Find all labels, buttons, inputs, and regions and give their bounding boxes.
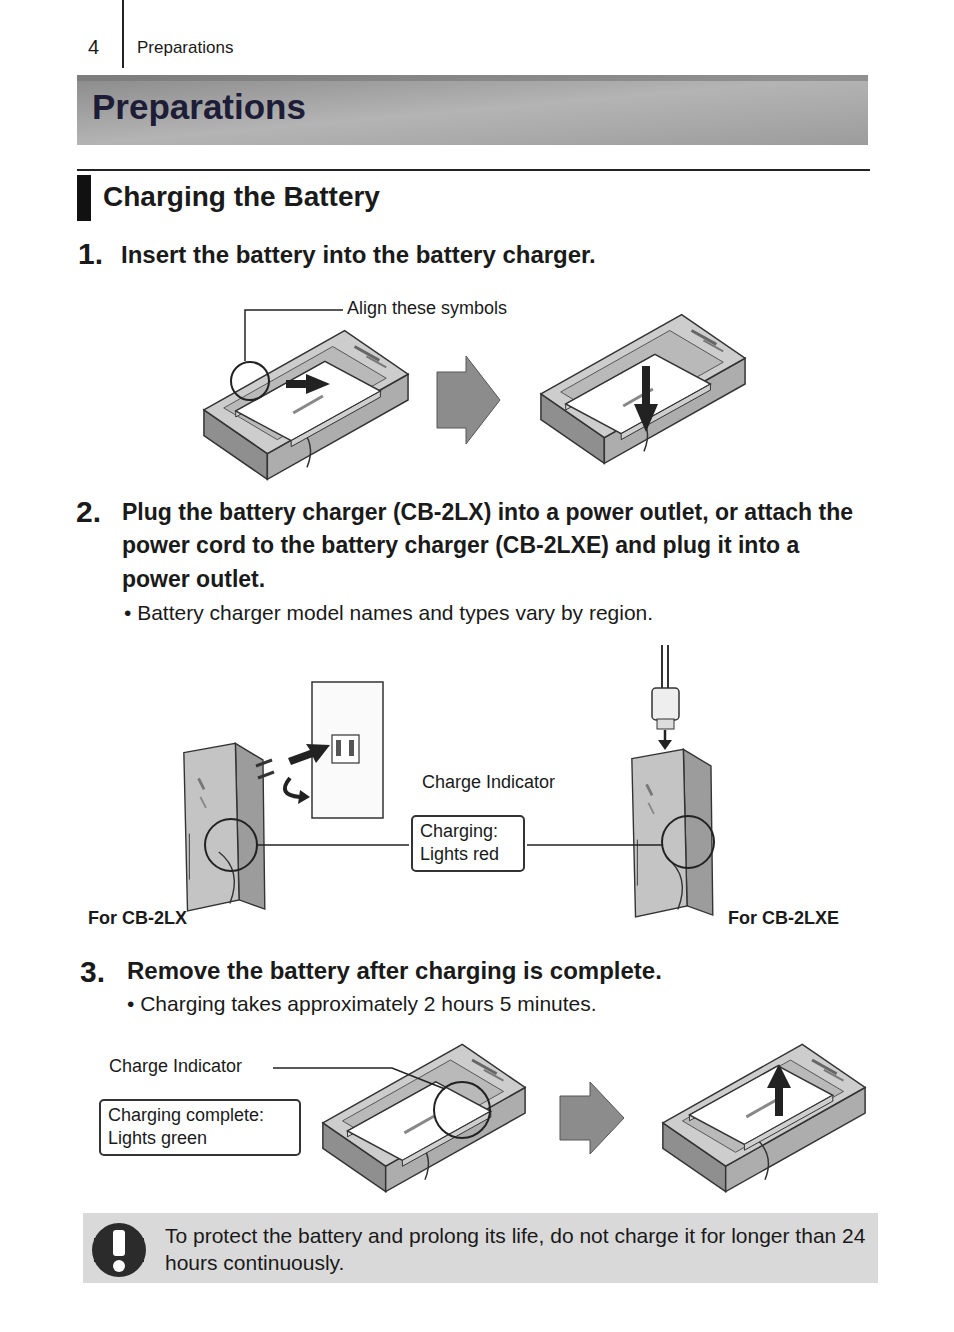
- callout-label: Charge Indicator: [109, 1056, 242, 1078]
- step-number: 3.: [80, 954, 105, 990]
- node-text: Charging: Lights red: [420, 820, 516, 867]
- step-number: 1.: [78, 236, 103, 272]
- node-text: To protect the battery and prolong its l…: [165, 1222, 866, 1277]
- node-text: Charging complete: Lights green: [108, 1104, 292, 1151]
- callout-label: Align these symbols: [347, 298, 507, 320]
- step-number: 2.: [76, 494, 101, 530]
- page-number: 4: [88, 35, 99, 59]
- page-title: Preparations: [92, 86, 306, 128]
- model-label: For CB-2LXE: [728, 908, 839, 930]
- caution-band: To protect the battery and prolong its l…: [83, 1213, 878, 1283]
- note-text: • Battery charger model names and types …: [124, 600, 653, 625]
- section-heading: Charging the Battery: [103, 180, 380, 214]
- step-text: Remove the battery after charging is com…: [127, 957, 662, 986]
- running-header: Preparations: [137, 38, 233, 58]
- callout-label: Charge Indicator: [422, 772, 555, 794]
- model-label: For CB-2LX: [88, 908, 187, 930]
- note-text: • Charging takes approximately 2 hours 5…: [127, 991, 597, 1016]
- indicator-box: Charging: Lights red: [411, 815, 525, 872]
- step-text: Insert the battery into the battery char…: [121, 241, 596, 270]
- indicator-box: Charging complete: Lights green: [99, 1099, 301, 1156]
- step-text: Plug the battery charger (CB-2LX) into a…: [122, 496, 872, 596]
